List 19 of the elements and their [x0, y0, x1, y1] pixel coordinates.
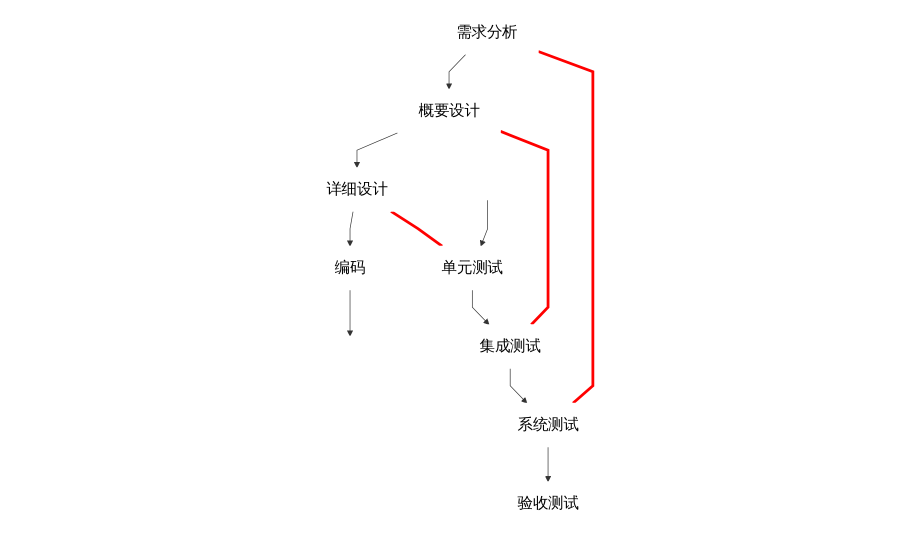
arrow — [480, 200, 488, 246]
node-text: 验收测试 — [518, 494, 580, 512]
arrow — [354, 132, 399, 168]
connector — [500, 130, 550, 326]
node-text: 需求分析 — [456, 24, 518, 42]
node-text: 系统测试 — [518, 416, 580, 434]
node-text: 编码 — [335, 259, 366, 277]
arrow — [446, 54, 467, 90]
arrow — [545, 446, 552, 482]
node-text: 单元测试 — [442, 259, 504, 277]
connector — [390, 210, 444, 248]
node-text: 概要设计 — [418, 102, 480, 120]
arrow — [347, 211, 354, 246]
node-text: 集成测试 — [480, 338, 542, 356]
arrow — [472, 290, 490, 325]
connector — [538, 50, 595, 404]
arrow — [510, 368, 528, 404]
node-text: 详细设计 — [326, 180, 388, 198]
arrow — [347, 290, 354, 336]
